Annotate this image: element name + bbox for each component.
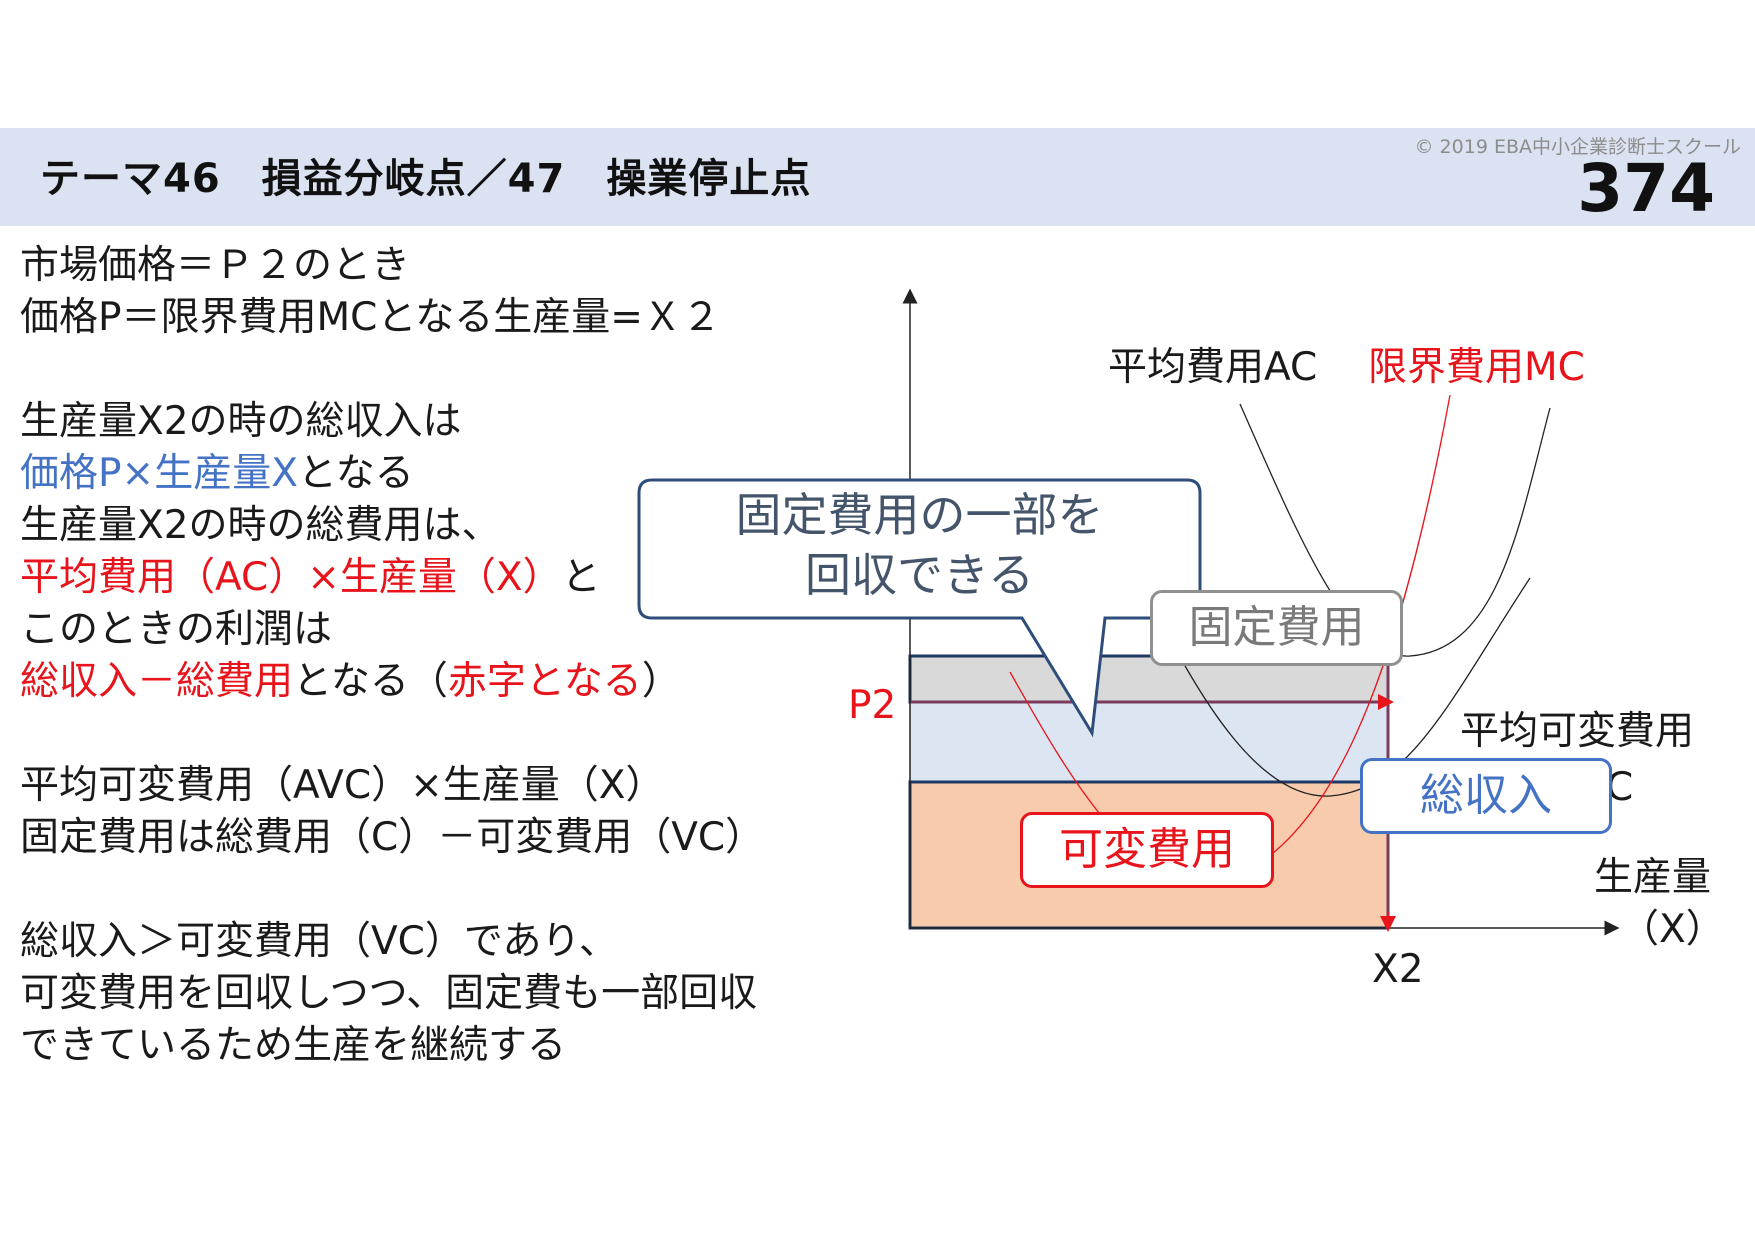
text-line-4: 価格P×生産量Xとなる	[20, 448, 414, 500]
x-axis-label-line2: （X）	[1620, 907, 1725, 952]
callout-text-line2: 回収できる	[804, 548, 1035, 602]
text-line-5: 生産量X2の時の総費用は、	[20, 503, 501, 548]
variable-cost-box: 可変費用	[1020, 812, 1274, 888]
page-number: 374	[1577, 150, 1715, 227]
label-average-cost: 平均費用AC	[1108, 345, 1318, 390]
slide-title: テーマ46 損益分岐点／47 操業停止点	[40, 156, 812, 202]
text-line-12: 可変費用を回収しつつ、固定費も一部回収	[20, 971, 758, 1016]
text-line-3: 生産量X2の時の総収入は	[20, 399, 462, 444]
text-profit-formula: 総収入－総費用	[20, 659, 294, 704]
text-line-10: 固定費用は総費用（C）－可変費用（VC）	[20, 815, 765, 860]
average-variable-cost-curve	[1149, 577, 1531, 797]
callout-text-line1: 固定費用の一部を	[735, 488, 1104, 542]
average-cost-curve	[1239, 403, 1551, 657]
total-revenue-box: 総収入	[1360, 758, 1612, 834]
text-line-7: このときの利潤は	[20, 607, 333, 652]
label-p2: P2	[848, 683, 897, 728]
copyright-text: © 2019 EBA中小企業診断士スクール	[1414, 136, 1741, 158]
text-line-6: 平均費用（AC）×生産量（X）と	[20, 552, 601, 604]
label-marginal-cost: 限界費用MC	[1368, 345, 1585, 390]
text-deficit: 赤字となる	[447, 659, 642, 704]
text-line-1: 市場価格＝Ｐ２のとき	[20, 243, 411, 288]
text-line-8: 総収入－総費用となる（赤字となる）	[20, 656, 681, 708]
text-line-6-tail: と	[561, 555, 601, 600]
label-x2: X2	[1372, 947, 1424, 992]
text-line-4-tail: となる	[297, 451, 414, 496]
text-line-2: 価格P＝限界費用MCとなる生産量=Ｘ２	[20, 295, 721, 340]
label-average-variable-cost: 平均可変費用	[1460, 709, 1695, 754]
header-bar	[0, 128, 1755, 226]
text-line-8-close: ）	[641, 659, 681, 704]
text-total-cost-formula: 平均費用（AC）×生産量（X）	[20, 555, 562, 600]
fixed-cost-box: 固定費用	[1150, 590, 1403, 666]
text-line-13: できているため生産を継続する	[20, 1023, 567, 1068]
text-revenue-formula: 価格P×生産量X	[20, 451, 298, 496]
x-axis-label-line1: 生産量	[1594, 855, 1712, 900]
revenue-area	[910, 702, 1388, 782]
text-line-11: 総収入＞可変費用（VC）であり、	[20, 919, 618, 964]
callout-bubble	[637, 478, 1202, 738]
text-line-8-mid: となる（	[293, 659, 448, 704]
text-line-9: 平均可変費用（AVC）×生産量（X）	[20, 763, 665, 808]
